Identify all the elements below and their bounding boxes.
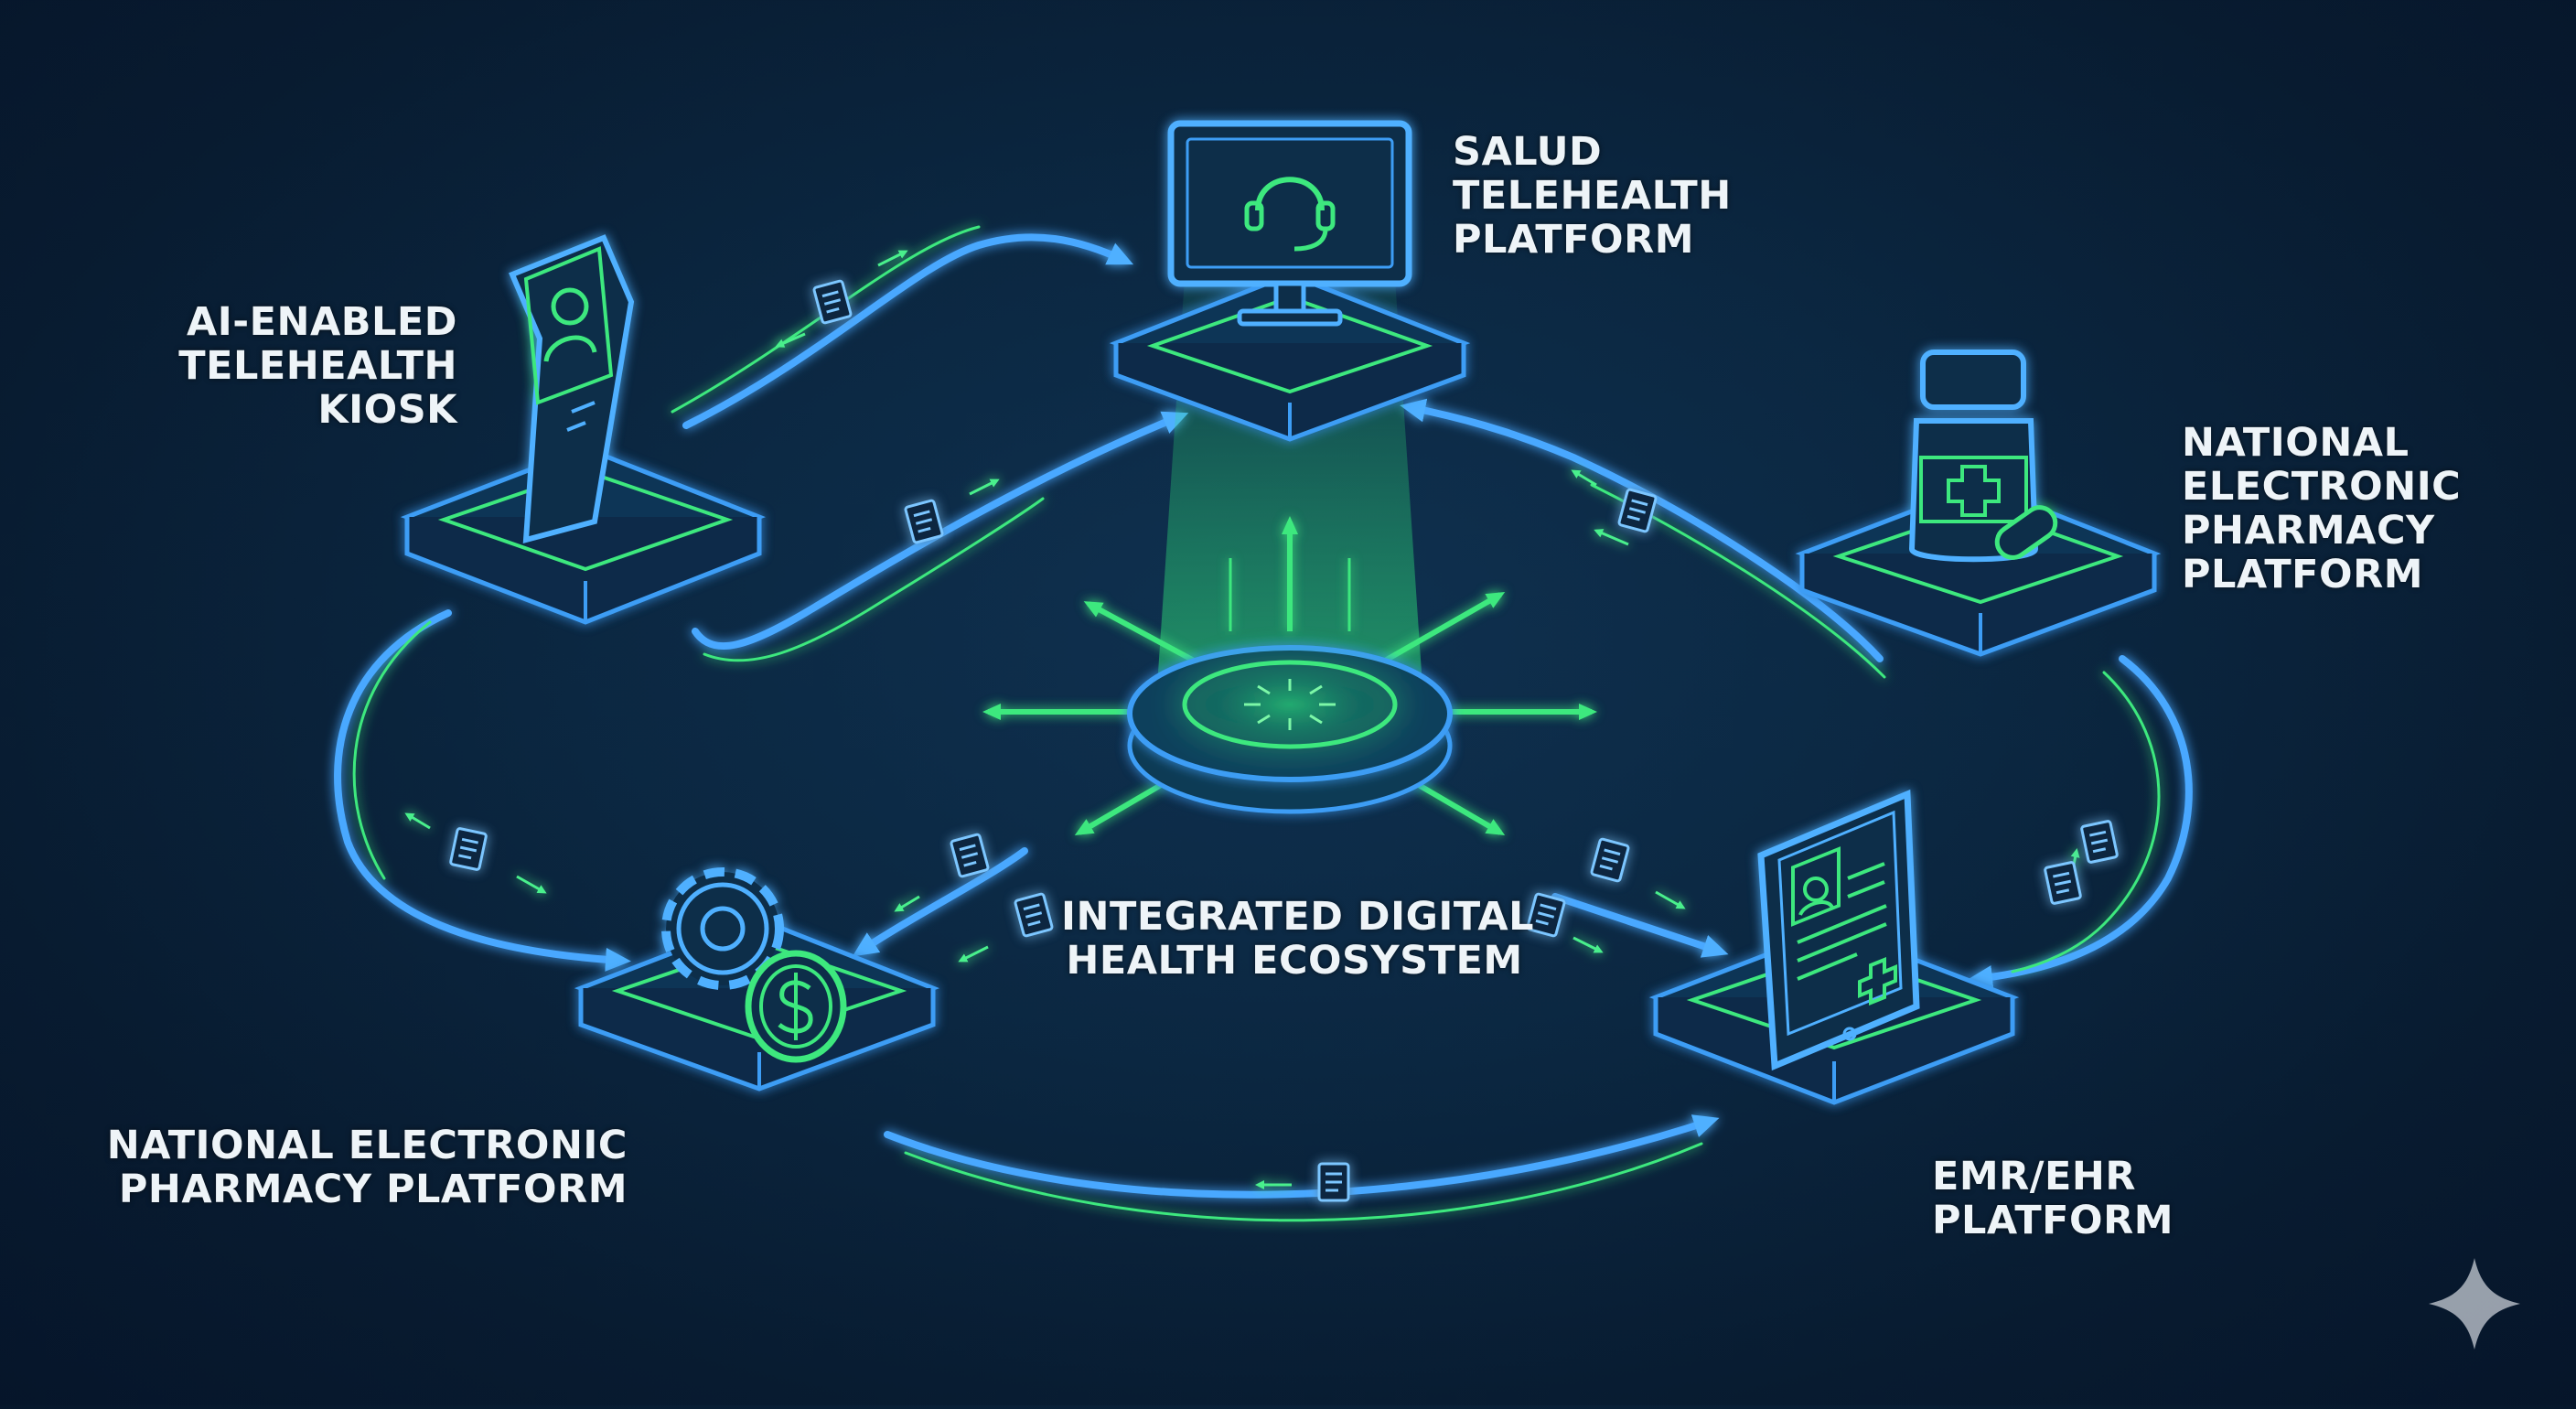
node-national-pharmacy-right [1795,350,2162,657]
document-icon [1317,1162,1350,1202]
gear-dollar-icon [661,867,847,1063]
document-icon [2043,860,2083,906]
document-icon [1589,837,1631,883]
document-icon [2079,819,2120,865]
node-emr-ehr [1648,789,2020,1105]
telehealth-kiosk-icon [509,234,635,543]
flow-kiosk-finance [334,609,631,972]
sparkle-icon [2429,1258,2520,1350]
headset-monitor-icon [1167,120,1412,327]
flow-hub-emr [1551,893,1729,958]
label-ai-telehealth-kiosk: AI-ENABLED TELEHEALTH KIOSK [178,299,457,433]
node-ai-telehealth-kiosk [400,234,767,625]
document-icon [1013,892,1055,938]
node-national-pharmacy-left [574,867,940,1092]
flow-pharmacy-emr [1967,655,2193,989]
label-national-pharmacy-left: NATIONAL ELECTRONIC PHARMACY PLATFORM [106,1123,628,1212]
flow-emr-finance [884,1114,1720,1199]
label-national-pharmacy-right: NATIONAL ELECTRONIC PHARMACY PLATFORM [2182,420,2462,597]
label-integrated-ecosystem: INTEGRATED DIGITAL HEALTH ECOSYSTEM [1061,894,1535,984]
document-icon [448,826,488,872]
node-salud-telehealth [1109,120,1471,442]
flow-salud-pharmacy [1400,398,1884,662]
document-icon [949,833,991,878]
flow-hub-finance [852,847,1028,957]
medicine-bottle-icon [1908,350,2058,563]
label-emr-ehr: EMR/EHR PLATFORM [1932,1154,2174,1243]
flow-kiosk-salud-lower [692,411,1189,651]
flow-kiosk-salud [682,233,1134,429]
document-icon [903,499,945,544]
document-icon [1616,488,1658,533]
label-salud-telehealth: SALUD TELEHEALTH PLATFORM [1453,129,1732,263]
medical-record-tablet-icon [1757,789,1920,1071]
hub-outgoing-arrows [982,516,1597,836]
